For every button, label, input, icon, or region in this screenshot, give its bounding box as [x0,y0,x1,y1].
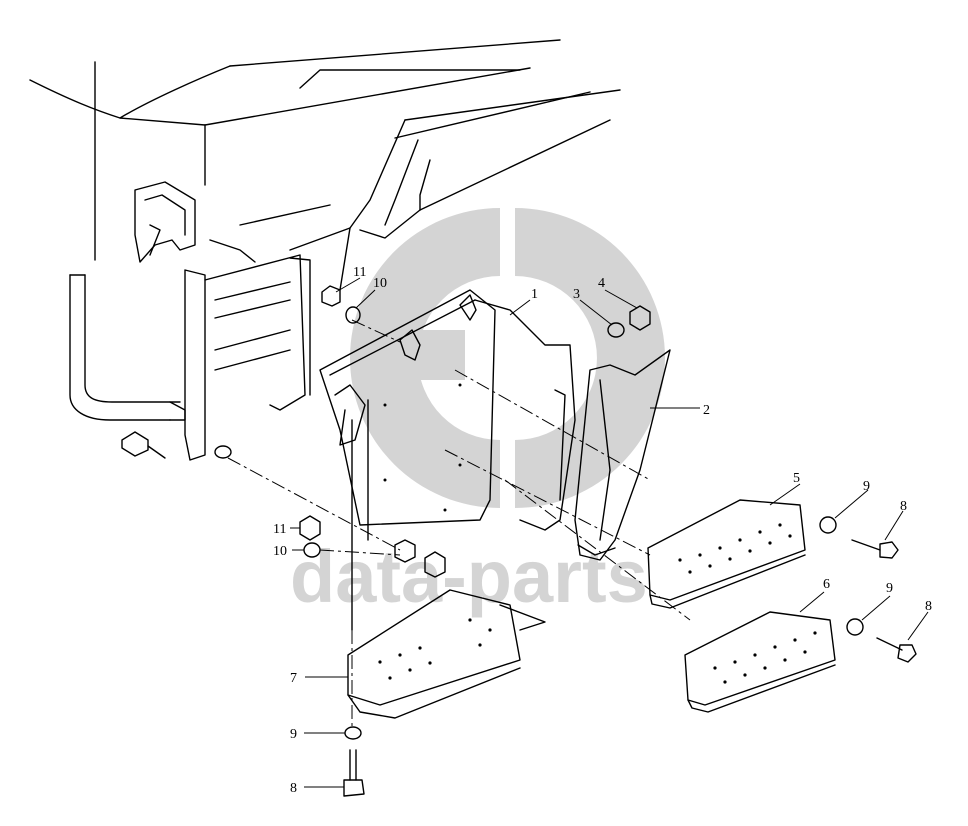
callout-9-bottom: 9 [290,727,297,742]
callout-8-right-lower: 8 [925,599,932,614]
watermark-logo [350,208,665,508]
mount-bracket [134,181,256,263]
support-frame [184,254,311,461]
callout-10-top: 10 [373,276,387,291]
callout-4: 4 [598,276,605,291]
side-cover [574,349,671,561]
callout-1: 1 [531,287,538,302]
callout-2: 2 [703,403,710,418]
assembly-lines [227,319,691,730]
callout-8-right-upper: 8 [900,499,907,514]
tractor-body [29,39,621,291]
step-pad-5 [647,499,806,609]
callout-8-bottom: 8 [290,781,297,796]
watermark-text: data-parts [290,535,648,618]
callout-6: 6 [823,577,830,592]
step-pad-6 [684,611,836,713]
callout-3: 3 [573,287,580,302]
callout-11-top: 11 [353,265,366,280]
callout-labels: 1 2 3 4 5 6 7 8 8 8 9 9 9 10 10 11 11 [273,265,932,796]
callout-10-low: 10 [273,544,287,559]
hardware [121,285,917,797]
step-plate-assembly [319,289,576,631]
callout-5: 5 [793,471,800,486]
callout-11-low: 11 [273,522,286,537]
callout-7: 7 [290,671,297,686]
callout-9-right-lower: 9 [886,581,893,596]
callout-9-right-upper: 9 [863,479,870,494]
leader-lines [290,277,929,788]
step-pad-7 [347,589,546,719]
grab-handle [69,274,186,421]
